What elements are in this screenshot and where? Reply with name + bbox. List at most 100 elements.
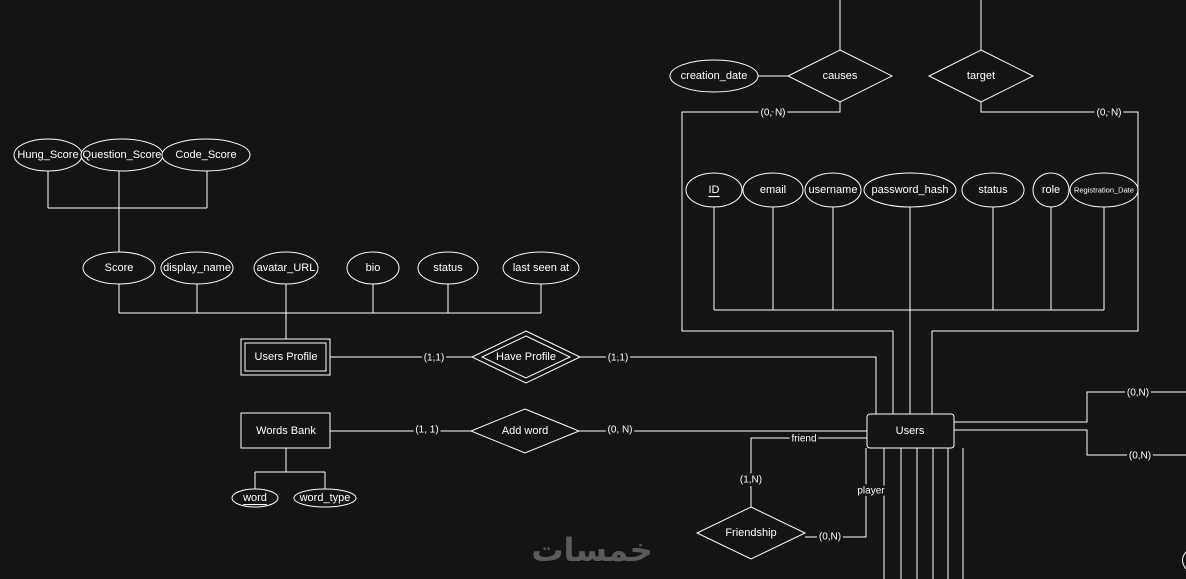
cardinality-words-bank-add-word: (1, 1) xyxy=(415,425,438,436)
attribute-users-status-ellipse xyxy=(961,172,1025,208)
attribute-score-ellipse xyxy=(82,251,156,285)
attribute-question-score-label: Question_Score xyxy=(83,149,162,161)
attribute-profile-status: status xyxy=(417,251,479,285)
attribute-registration-date: Registration_Date xyxy=(1069,172,1139,208)
attribute-profile-status-label: status xyxy=(433,262,463,274)
attribute-word-label: word xyxy=(242,492,267,504)
attribute-registration-date-ellipse xyxy=(1069,172,1139,208)
attribute-id-label: ID xyxy=(709,184,720,196)
attribute-avatar-url-ellipse xyxy=(253,251,319,285)
attribute-password-hash: password_hash xyxy=(863,172,957,208)
attribute-bio: bio xyxy=(346,251,400,285)
attribute-email-ellipse xyxy=(742,172,804,208)
attribute-word-type-label: word_type xyxy=(299,492,351,504)
attribute-role: role xyxy=(1032,172,1070,208)
entity-users-box xyxy=(866,413,955,449)
attribute-last-seen-at: last seen at xyxy=(502,251,580,285)
connector-target-users xyxy=(931,102,1139,414)
attribute-registration-date-label: Registration_Date xyxy=(1074,186,1134,195)
cardinality-target-users: (0, N) xyxy=(1097,108,1122,119)
attribute-hung-score-label: Hung_Score xyxy=(17,149,78,161)
relationship-have-profile-label: Have Profile xyxy=(496,351,556,363)
attribute-last-seen-at-ellipse xyxy=(502,251,580,285)
relationship-add-word: Add word xyxy=(469,408,581,454)
attribute-users-status-label: status xyxy=(978,184,1008,196)
connector-users-right-upper xyxy=(954,391,1186,423)
entity-words-bank-box xyxy=(240,412,331,449)
cardinality-causes-users: (0, N) xyxy=(761,108,786,119)
attribute-creation-date: creation_date xyxy=(669,59,759,93)
edge-labels: (0, N) (0, N) (1,1) (1,1) (1, 1) (0, N) … xyxy=(413,105,1154,545)
attribute-word: word xyxy=(231,488,279,508)
entity-users-profile-inner-box xyxy=(244,342,327,372)
attribute-code-score: Code_Score xyxy=(161,138,251,172)
attribute-word-type-ellipse xyxy=(293,488,357,508)
attribute-display-name-label: display_name xyxy=(163,262,231,274)
attribute-profile-status-ellipse xyxy=(417,251,479,285)
relationship-target-label: target xyxy=(967,70,995,82)
relationship-friendship-diamond xyxy=(695,506,807,560)
cardinality-friendship-friend: (1,N) xyxy=(740,475,762,486)
attribute-password-hash-label: password_hash xyxy=(871,184,948,196)
cardinality-friendship-player: (0,N) xyxy=(819,532,841,543)
cardinality-users-right-lower: (0,N) xyxy=(1129,451,1151,462)
relationship-target: target xyxy=(927,49,1035,103)
attribute-question-score: Question_Score xyxy=(80,138,164,172)
attribute-role-ellipse xyxy=(1032,172,1070,208)
attribute-avatar-url-label: avatar_URL xyxy=(257,262,316,274)
relationship-have-profile: Have Profile xyxy=(470,330,582,384)
entity-users-profile: Users Profile xyxy=(240,338,331,376)
attribute-score-label: Score xyxy=(105,262,134,274)
attribute-last-seen-at-label: last seen at xyxy=(513,262,569,274)
attribute-code-score-label: Code_Score xyxy=(175,149,236,161)
relationship-friendship-label: Friendship xyxy=(725,527,776,539)
attribute-email: email xyxy=(742,172,804,208)
relationship-causes-label: causes xyxy=(823,70,858,82)
attribute-creation-date-label: creation_date xyxy=(681,70,748,82)
relationship-add-word-label: Add word xyxy=(502,425,548,437)
entity-users: Users xyxy=(866,413,955,449)
attribute-word-type: word_type xyxy=(293,488,357,508)
attribute-display-name: display_name xyxy=(160,251,234,285)
attribute-password-hash-ellipse xyxy=(863,172,957,208)
connector-friendship-users-player xyxy=(805,448,867,538)
connector-causes-users xyxy=(681,102,894,414)
attribute-score: Score xyxy=(82,251,156,285)
watermark-logo: خمسات xyxy=(531,531,652,569)
entity-words-bank: Words Bank xyxy=(240,412,331,449)
role-label-friend: friend xyxy=(791,434,816,445)
attribute-bio-ellipse xyxy=(346,251,400,285)
connector-users-friendship-friend xyxy=(750,437,867,507)
attribute-username-ellipse xyxy=(804,172,862,208)
relationship-causes: causes xyxy=(786,49,894,103)
relationship-causes-diamond xyxy=(786,49,894,103)
attribute-hung-score: Hung_Score xyxy=(13,138,83,172)
relationship-add-word-diamond xyxy=(469,408,581,454)
attribute-username: username xyxy=(804,172,862,208)
cardinality-have-profile-users: (1,1) xyxy=(608,353,629,364)
cardinality-add-word-users: (0, N) xyxy=(608,425,633,436)
role-label-player: player xyxy=(857,486,885,497)
attribute-display-name-ellipse xyxy=(160,251,234,285)
relationship-have-profile-inner-diamond xyxy=(480,335,572,379)
entity-words-bank-label: Words Bank xyxy=(256,425,316,437)
attribute-role-label: role xyxy=(1042,184,1060,196)
attribute-email-label: email xyxy=(760,184,786,196)
entity-users-profile-label: Users Profile xyxy=(255,351,318,363)
attribute-creation-date-ellipse xyxy=(669,59,759,93)
connector-have-profile-users xyxy=(580,356,877,414)
connectors xyxy=(47,0,1186,579)
offscreen-shape-edge xyxy=(1182,551,1186,570)
connector-users-right-lower xyxy=(954,429,1186,456)
cardinality-users-profile-have-profile: (1,1) xyxy=(424,353,445,364)
attribute-bio-label: bio xyxy=(366,262,381,274)
entity-users-label: Users xyxy=(896,425,925,437)
attribute-id-ellipse xyxy=(685,172,743,208)
attribute-avatar-url: avatar_URL xyxy=(253,251,319,285)
attribute-code-score-ellipse xyxy=(161,138,251,172)
attribute-word-ellipse xyxy=(231,488,279,508)
attribute-id: ID xyxy=(685,172,743,208)
attribute-users-status: status xyxy=(961,172,1025,208)
attribute-username-label: username xyxy=(809,184,858,196)
